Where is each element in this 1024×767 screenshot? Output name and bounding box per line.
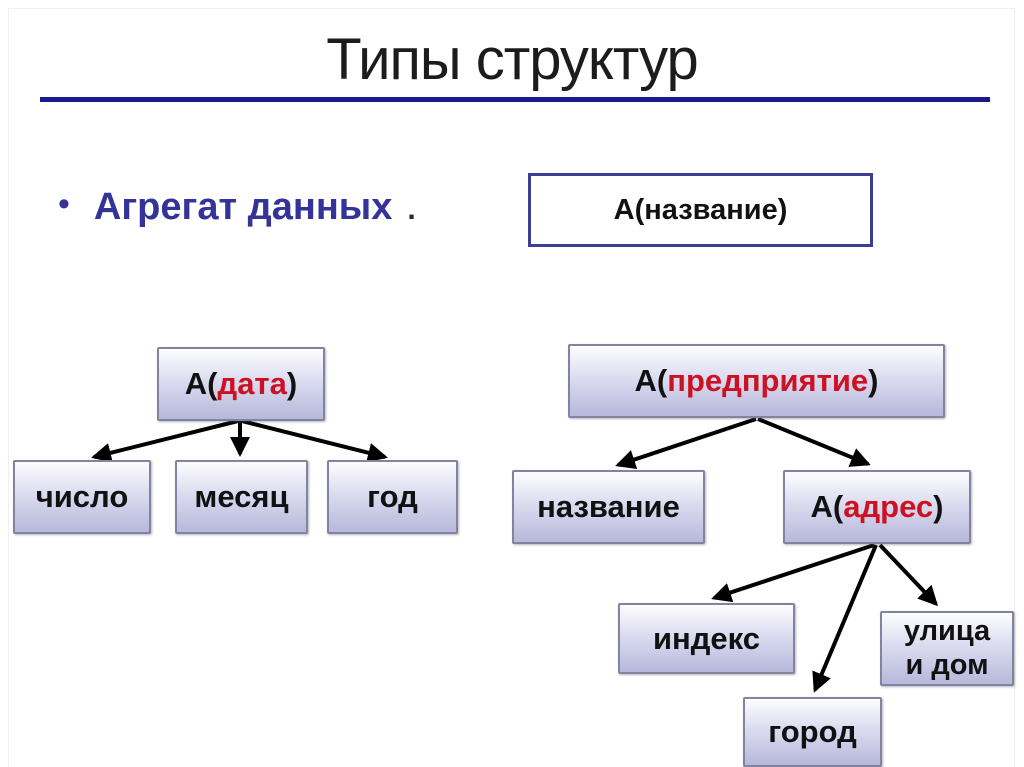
node-nazvanie: название <box>512 470 705 544</box>
arrow-data-god <box>241 419 388 463</box>
node-god-label: год <box>367 479 418 515</box>
arrow-predpriyatie-adres <box>757 417 871 467</box>
node-ulitsa-line2: и дом <box>905 648 989 681</box>
node-nazvanie-label: название <box>537 489 680 525</box>
node-indeks: индекс <box>618 603 795 674</box>
node-chislo-label: число <box>35 479 129 515</box>
node-a-data-label: А(дата) <box>184 366 298 402</box>
node-ulitsa-i-dom: улица и дом <box>880 611 1014 686</box>
node-a-predpriyatie-red: предприятие <box>667 363 869 399</box>
node-a-predpriyatie-label: А(предприятие) <box>634 363 879 399</box>
bullet-item: • Агрегат данных . <box>58 185 416 229</box>
node-gorod-label: город <box>768 714 857 750</box>
node-a-data-red: дата <box>217 366 287 402</box>
node-mesyac: месяц <box>175 460 308 534</box>
slide-title: Типы структур <box>326 27 699 92</box>
bullet-period: . <box>407 193 416 226</box>
node-mesyac-label: месяц <box>194 479 289 515</box>
node-a-predpriyatie: А(предприятие) <box>568 344 945 418</box>
bullet-label: Агрегат данных <box>93 186 393 228</box>
node-gorod: город <box>743 697 882 767</box>
node-god: год <box>327 460 458 534</box>
node-a-adres-label: А(адрес) <box>810 489 944 525</box>
title-underline <box>40 97 990 102</box>
arrow-adres-gorod <box>812 544 878 693</box>
arrow-data-chislo <box>91 419 239 463</box>
node-a-data: А(дата) <box>157 347 325 421</box>
node-indeks-label: индекс <box>652 620 761 656</box>
node-a-adres: А(адрес) <box>783 470 971 544</box>
arrow-adres-ulitsa <box>878 543 939 607</box>
node-chislo: число <box>13 460 151 534</box>
bullet-marker: • <box>58 185 70 223</box>
node-ulitsa-line1: улица <box>903 615 991 648</box>
node-a-nazvanie-top-label: А(название) <box>613 193 788 226</box>
arrow-adres-indeks <box>711 543 875 603</box>
arrow-predpriyatie-nazvanie <box>615 417 757 470</box>
node-a-nazvanie-top: А(название) <box>528 173 873 247</box>
node-a-adres-red: адрес <box>843 489 934 525</box>
